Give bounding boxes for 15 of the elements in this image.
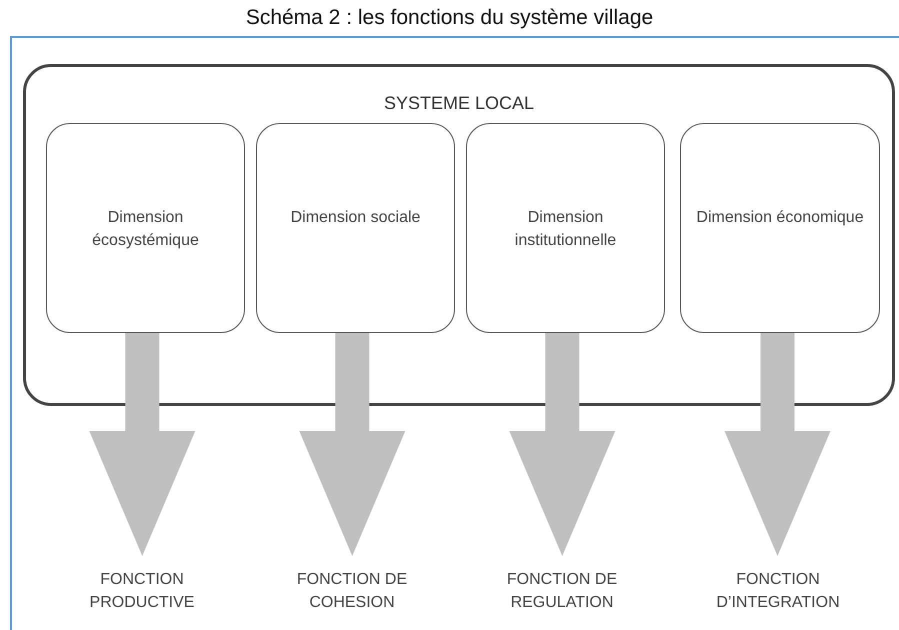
frame-heading: SYSTEME LOCAL	[384, 93, 534, 113]
function-label: FONCTION DE REGULATION	[506, 570, 618, 614]
diagram-title: Schéma 2 : les fonctions du système village	[246, 6, 654, 29]
dimension-box: Dimension économique	[680, 123, 880, 333]
function-label: FONCTION D’INTEGRATION	[715, 570, 841, 614]
dimension-box: Dimension écosystémique	[46, 123, 245, 333]
dimension-box: Dimension sociale	[256, 123, 455, 333]
function-label: FONCTION DE COHESION	[296, 570, 408, 614]
block-arrow	[509, 330, 616, 556]
dimension-box: Dimension institutionnelle	[466, 123, 665, 333]
system-frame	[23, 64, 895, 406]
function-label: FONCTION PRODUCTIVE	[88, 570, 196, 614]
block-arrow	[299, 330, 406, 556]
block-arrow	[724, 330, 830, 556]
block-arrow	[89, 330, 196, 556]
